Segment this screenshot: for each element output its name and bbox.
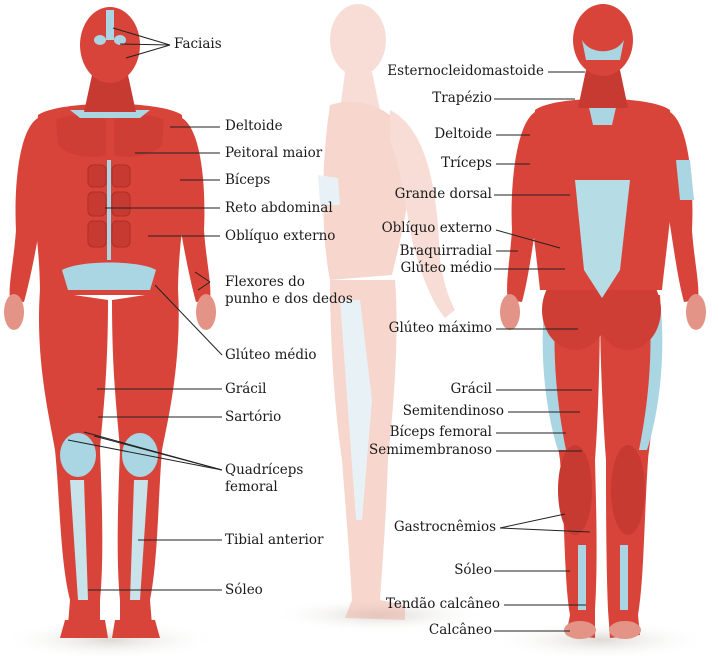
label-peitoral-maior: Peitoral maior [225, 145, 323, 161]
label-faciais: Faciais [174, 36, 222, 52]
back-figure [500, 4, 706, 639]
front-leader-lines [67, 27, 223, 591]
side-figure [318, 4, 455, 620]
front-figure [4, 7, 216, 638]
label-gluteo-medio-back: Glúteo médio [400, 260, 492, 276]
label-obliquo-externo: Oblíquo externo [225, 228, 336, 244]
back-left-arm [507, 112, 541, 302]
label-triceps: Tríceps [441, 155, 492, 171]
label-deltoide-back: Deltoide [434, 126, 492, 142]
back-right-arm [665, 112, 699, 302]
label-biceps: Bíceps [225, 172, 271, 188]
label-gluteo-maximo: Glúteo máximo [388, 320, 492, 336]
back-leader-lines [494, 71, 592, 632]
label-braquirradial: Braquirradial [399, 243, 492, 259]
label-biceps-femoral: Bíceps femoral [389, 424, 492, 440]
label-obliquo-externo-back: Oblíquo externo [381, 220, 492, 236]
label-esternocleidomastoide: Esternocleidomastoide [387, 63, 544, 79]
label-gluteo-medio: Glúteo médio [225, 347, 317, 363]
front-floor-shadow [0, 620, 220, 660]
label-calcaneo: Calcâneo [428, 622, 492, 638]
label-soleo: Sóleo [225, 582, 263, 598]
front-left-arm [9, 118, 45, 302]
label-gastrocnemios: Gastrocnêmios [393, 519, 496, 535]
label-tibial-anterior: Tibial anterior [225, 532, 324, 548]
label-semitendinoso: Semitendinoso [402, 403, 504, 419]
front-head [80, 7, 140, 83]
label-soleo-back: Sóleo [454, 562, 492, 578]
back-floor-shadow [490, 620, 710, 660]
front-right-arm [175, 118, 211, 302]
label-trapezio: Trapézio [432, 90, 492, 106]
label-quadriceps: Quadríceps femoral [225, 462, 304, 495]
label-gracil: Grácil [225, 381, 267, 397]
label-flexores: Flexores do punho e dos dedos [225, 274, 353, 307]
label-semimembranoso: Semimembranoso [369, 442, 492, 458]
label-grande-dorsal: Grande dorsal [394, 186, 492, 202]
label-deltoide: Deltoide [225, 118, 283, 134]
label-reto-abdominal: Reto abdominal [225, 200, 333, 216]
label-gracil-back: Grácil [450, 381, 492, 397]
label-tendao-calcaneo: Tendão calcâneo [385, 596, 500, 612]
label-sartorio: Sartório [225, 409, 282, 425]
